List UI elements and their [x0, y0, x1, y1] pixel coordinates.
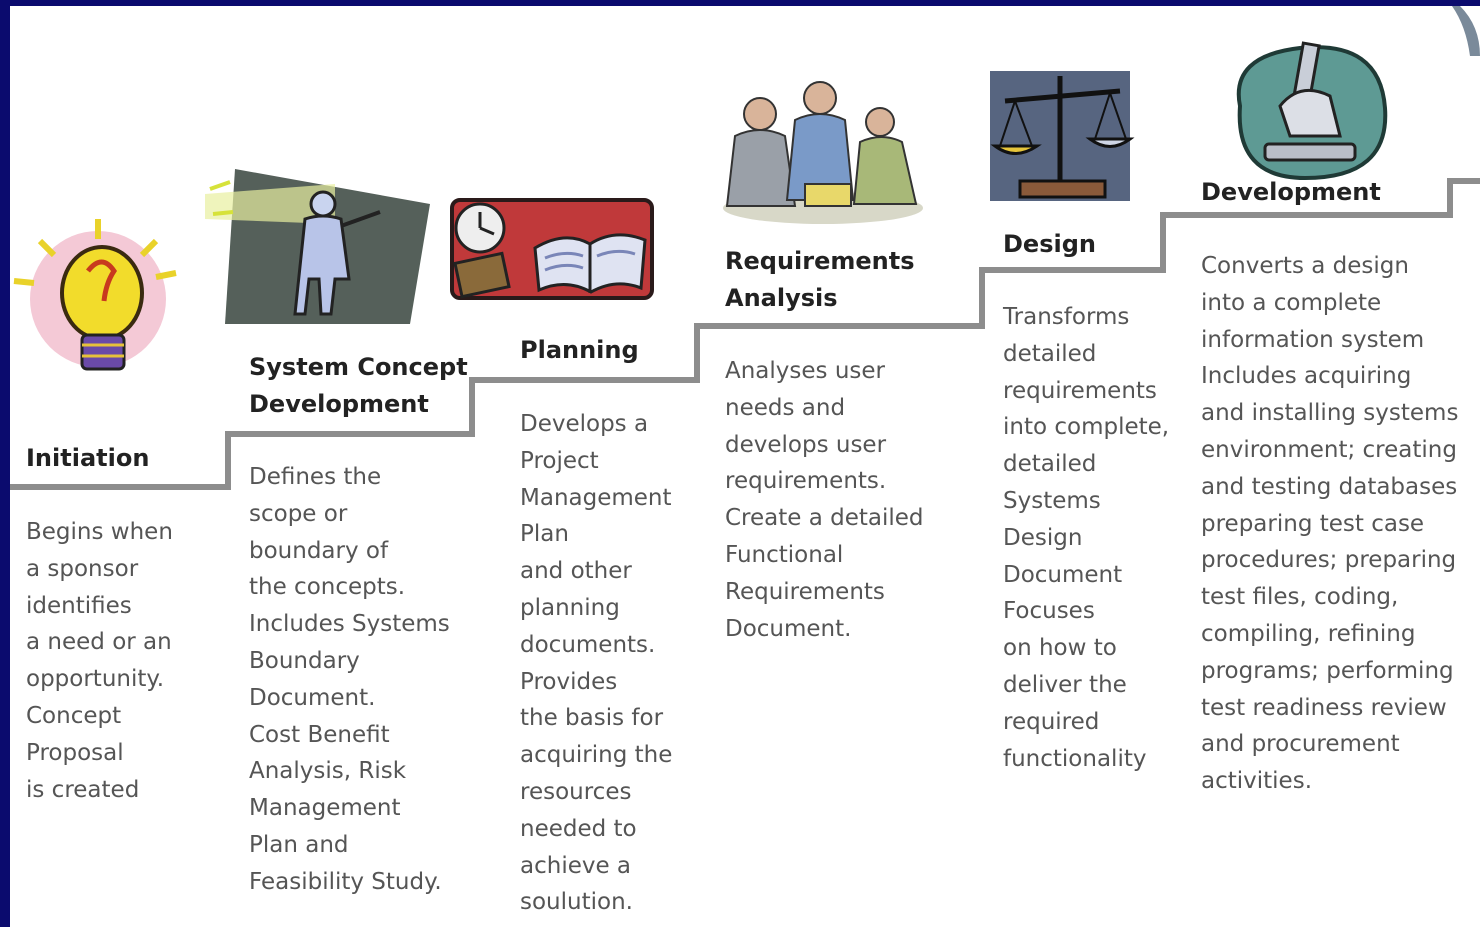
stage-title-design: Design [1003, 230, 1096, 258]
stage-desc-initiation: Begins when a sponsor identifies a need … [26, 519, 173, 803]
stage-desc-planning: Develops a Project Management Plan and o… [520, 411, 673, 916]
staircase-line [10, 178, 1480, 490]
stage-desc-development: Converts a design into a complete inform… [1201, 253, 1459, 795]
stage-title-requirements: Requirements Analysis [725, 247, 915, 312]
team-meeting-icon [723, 81, 923, 224]
book-clock-icon [450, 198, 654, 300]
stage-title-development: Development [1201, 178, 1381, 206]
lightbulb-icon [13, 219, 177, 371]
scales-icon [990, 71, 1135, 201]
sdlc-diagram: Initiation System Concept Development Pl… [10, 6, 1480, 927]
stage-desc-design: Transforms detailed requirements into co… [1003, 304, 1170, 772]
stage-title-planning: Planning [520, 336, 639, 364]
stage-desc-requirements: Analyses user needs and develops user re… [725, 358, 924, 642]
microscope-icon [1236, 41, 1388, 181]
stage-title-system-concept: System Concept Development [249, 353, 468, 418]
partial-icon [1452, 6, 1480, 56]
spotlight-person-icon [205, 169, 430, 324]
stage-title-initiation: Initiation [26, 444, 150, 472]
stage-desc-system-concept: Defines the scope or boundary of the con… [249, 464, 450, 895]
